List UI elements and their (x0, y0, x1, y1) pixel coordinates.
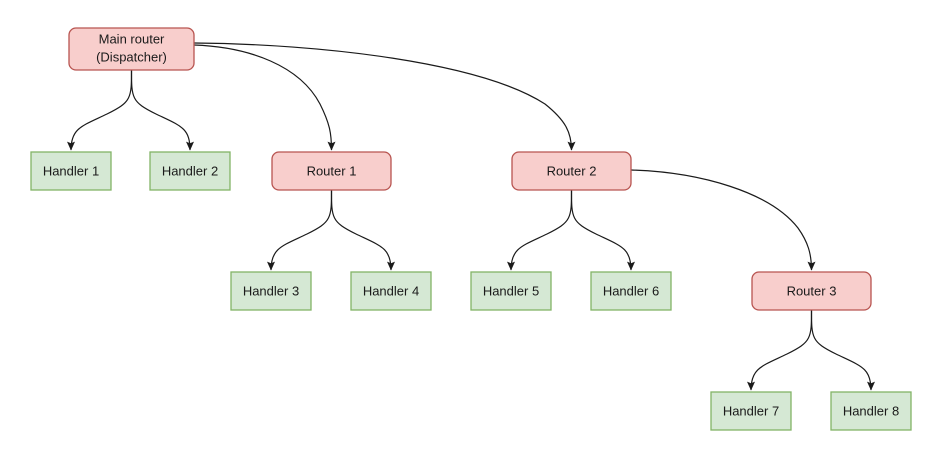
node-handler-5[interactable]: Handler 5 (470, 271, 552, 311)
edges-layer (67, 42, 875, 391)
node-shape-router-1[interactable] (271, 151, 392, 191)
edge-main-to-handler-1[interactable] (67, 69, 133, 151)
edge-router-3-to-handler-7[interactable] (747, 309, 813, 391)
edge-router-2-to-handler-5[interactable] (507, 189, 573, 271)
edge-main-to-router-1[interactable] (193, 44, 336, 151)
node-handler-7[interactable]: Handler 7 (710, 391, 792, 431)
node-shape-main-router[interactable] (68, 27, 195, 71)
node-shape-handler-2[interactable] (149, 151, 231, 191)
node-shape-router-2[interactable] (511, 151, 632, 191)
edge-router-2-to-router-3[interactable] (630, 169, 816, 271)
node-main-router[interactable]: Main router(Dispatcher) (68, 27, 195, 71)
node-handler-3[interactable]: Handler 3 (230, 271, 312, 311)
node-shape-handler-7[interactable] (710, 391, 792, 431)
edge-router-2-to-handler-6[interactable] (570, 189, 635, 271)
node-shape-handler-5[interactable] (470, 271, 552, 311)
edge-router-1-to-handler-4[interactable] (330, 189, 395, 271)
node-router-3[interactable]: Router 3 (751, 271, 872, 311)
node-shape-handler-4[interactable] (350, 271, 432, 311)
node-handler-2[interactable]: Handler 2 (149, 151, 231, 191)
node-router-2[interactable]: Router 2 (511, 151, 632, 191)
node-shape-handler-6[interactable] (590, 271, 672, 311)
edge-router-1-to-handler-3[interactable] (267, 189, 333, 271)
edge-main-to-router-2[interactable] (193, 42, 576, 151)
edge-router-3-to-handler-8[interactable] (810, 309, 875, 391)
node-handler-4[interactable]: Handler 4 (350, 271, 432, 311)
node-handler-6[interactable]: Handler 6 (590, 271, 672, 311)
node-shape-router-3[interactable] (751, 271, 872, 311)
edge-main-to-handler-2[interactable] (130, 69, 194, 151)
node-shape-handler-1[interactable] (30, 151, 112, 191)
node-shape-handler-3[interactable] (230, 271, 312, 311)
node-shape-handler-8[interactable] (830, 391, 912, 431)
nodes-layer: Main router(Dispatcher) Handler 1 Handler … (30, 27, 912, 431)
node-handler-1[interactable]: Handler 1 (30, 151, 112, 191)
node-handler-8[interactable]: Handler 8 (830, 391, 912, 431)
node-router-1[interactable]: Router 1 (271, 151, 392, 191)
